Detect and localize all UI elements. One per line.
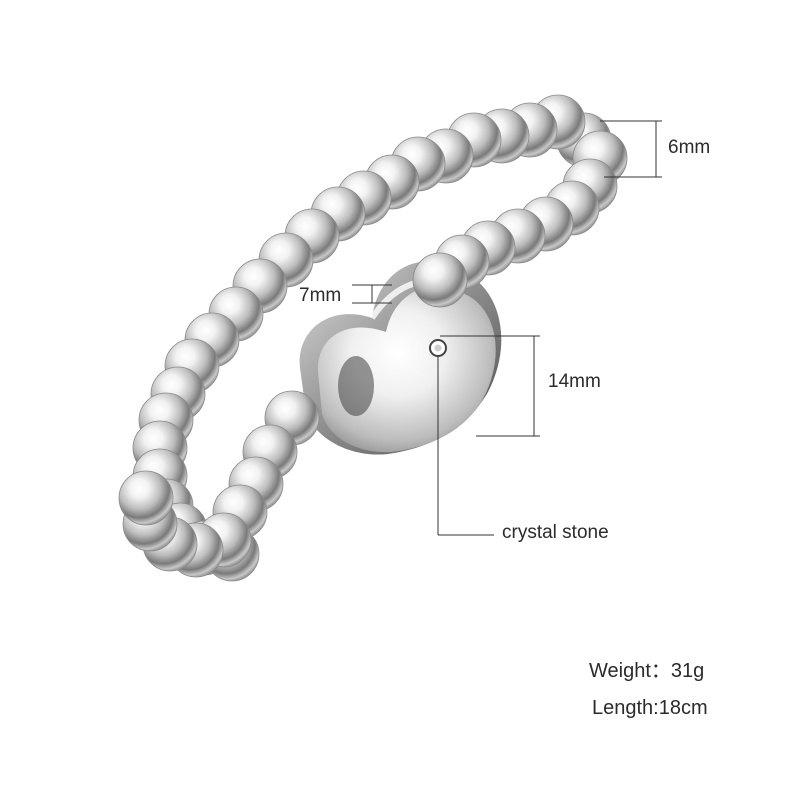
weight-spec: Weight：31g [589,660,705,682]
heart-thickness-label: 7mm [299,285,342,306]
crystal-stone-label: crystal stone [502,522,609,543]
length-spec: Length:18cm [592,697,708,719]
dimension-lines [352,120,662,536]
bead [118,470,174,526]
bead-size-label: 6mm [668,137,711,158]
bead-strand-front [118,130,628,578]
bead [412,252,468,308]
heart-charm [299,261,502,455]
heart-height-label: 14mm [548,371,601,392]
